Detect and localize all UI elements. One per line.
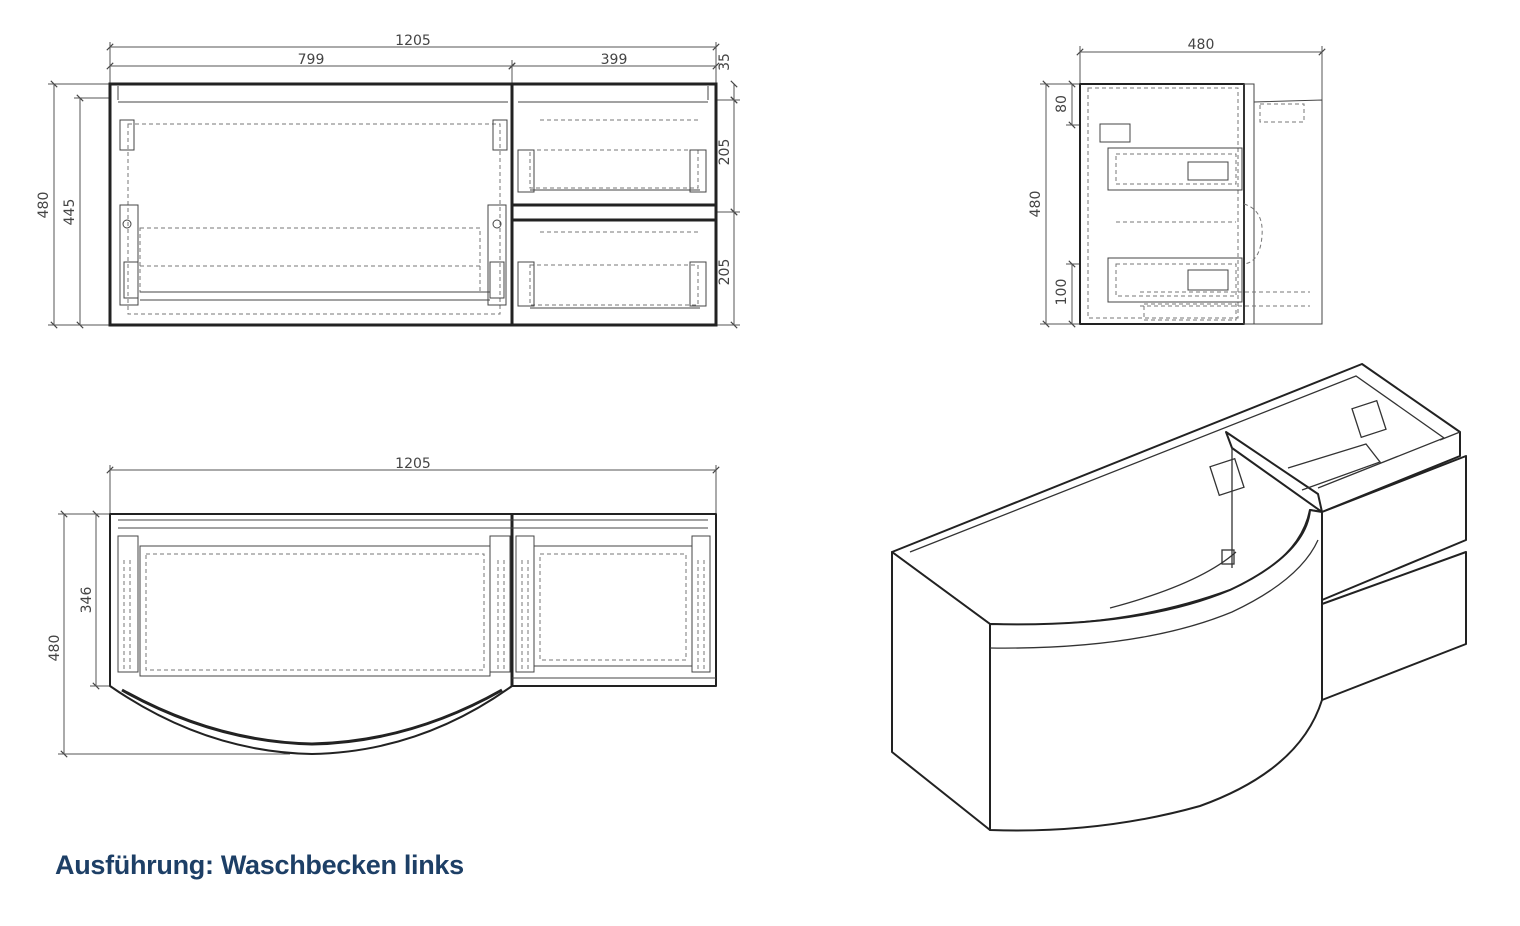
front-dim-right-width: 399	[601, 52, 628, 68]
front-dim-drawer-lower: 205	[717, 259, 733, 286]
top-dim-depth-total: 480	[47, 635, 63, 662]
front-dim-height-total: 480	[36, 192, 52, 219]
front-dim-total-width: 1205	[395, 33, 431, 49]
front-dim-top-panel: 35	[717, 53, 733, 71]
top-dim-total-width: 1205	[395, 456, 431, 472]
side-view: 480 80 480 100	[1028, 37, 1326, 328]
side-dim-bottom: 100	[1054, 279, 1070, 306]
side-dim-top: 80	[1054, 95, 1070, 113]
isometric-view	[891, 363, 1467, 832]
top-dim-depth-straight: 346	[79, 587, 95, 614]
front-dim-drawer-upper: 205	[717, 139, 733, 166]
front-dim-left-width: 799	[298, 52, 325, 68]
front-dim-height-inner: 445	[62, 199, 78, 226]
front-view: 1205 799 399 480 445 35 205 205	[36, 33, 740, 329]
top-view: 1205 346 480	[47, 456, 720, 758]
side-dim-height: 480	[1028, 191, 1044, 218]
side-dim-depth: 480	[1188, 37, 1215, 53]
caption: Ausführung: Waschbecken links	[55, 850, 464, 880]
